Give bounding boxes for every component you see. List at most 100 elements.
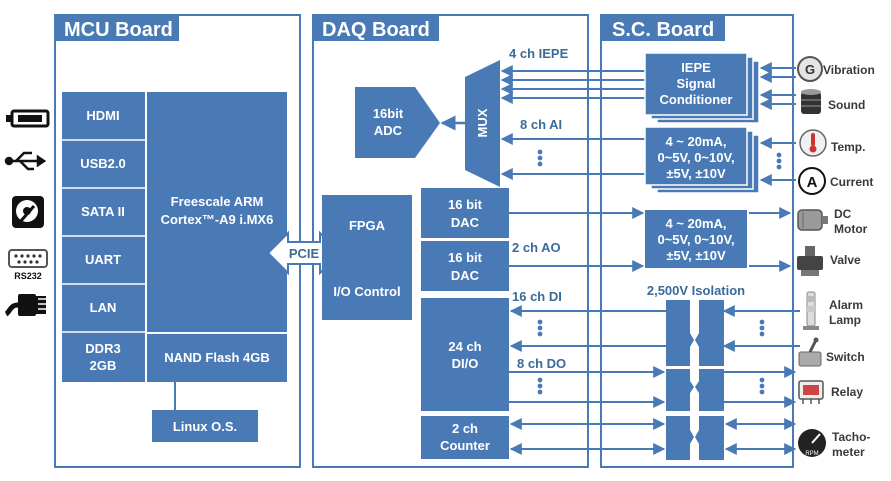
iepe-channel-label: 4 ch IEPE [509,46,569,61]
ai-cond-line1: 4 ~ 20mA, [665,134,726,149]
io-control-label: I/O Control [333,284,400,299]
ao-conditioner-block: 4 ~ 20mA, 0~5V, 0~10V, ±5V, ±10V [645,210,747,268]
adc-block: 16bit ADC [355,87,440,158]
usb-label: USB2.0 [80,156,126,171]
adc-label-line1: 16bit [373,106,404,121]
counter-signal-lines [509,418,797,455]
vibration-glyph: G [805,62,815,77]
valve-label: Valve [830,253,861,267]
mux-block: MUX [465,60,500,187]
lan-cable-icon [4,294,46,317]
current-label: Current [830,175,873,189]
sensor-ellipsis-dots [776,152,782,170]
ai-cond-line3: ±5V, ±10V [666,166,726,181]
do-signal-lines [509,366,797,408]
di-ellipsis-dots [537,319,765,337]
linux-os-block: Linux O.S. [152,382,258,442]
dac2-label-line1: 16 bit [448,250,483,265]
hdmi-label: HDMI [86,108,119,123]
ai-ellipsis-dots [537,149,543,167]
iepe-cond-line2: Signal [676,76,715,91]
fpga-label: FPGA [349,218,386,233]
di-signal-lines [509,305,800,352]
sound-sensor-icon [801,89,821,114]
vibration-sensor-icon: G [797,56,823,82]
alarm-lamp-icon [803,291,819,330]
serial-port-icon: RS232 [8,249,48,281]
cpu-block: Freescale ARM Cortex™-A9 i.MX6 [147,92,287,332]
dac2-label-line2: DAC [451,268,480,283]
tacho-label-line1: Tacho- [832,430,870,444]
ao-cond-line3: ±5V, ±10V [666,248,726,263]
alarm-label-line1: Alarm [829,298,863,312]
ai-signal-lines [500,133,645,180]
iepe-signal-lines [500,65,645,104]
ao-cond-line1: 4 ~ 20mA, [665,216,726,231]
mcu-board-title: MCU Board [64,19,173,41]
relay-label: Relay [831,385,863,399]
motor-label-line1: DC [834,207,852,221]
mcu-interface-column: HDMI USB2.0 SATA II UART LAN DDR3 2GB [62,92,145,382]
motor-label-line2: Motor [834,222,868,236]
counter-label-line2: Counter [440,438,490,453]
cpu-label-line2: Cortex™-A9 i.MX6 [161,212,274,227]
toggle-switch-icon [798,337,822,367]
iepe-conditioner-stack: IEPE Signal Conditioner [644,52,760,124]
hard-disk-icon [12,196,44,228]
tachometer-icon: RPM [798,429,826,457]
do-channel-label: 8 ch DO [517,356,566,371]
nand-block: NAND Flash 4GB [147,334,287,382]
dio-label-line1: 24 ch [448,339,481,354]
ai-conditioner-stack: 4 ~ 20mA, 0~5V, 0~10V, ±5V, ±10V [644,126,760,194]
ao-cond-line2: 0~5V, 0~10V, [657,232,734,247]
nand-label: NAND Flash 4GB [164,350,269,365]
cpu-label-line1: Freescale ARM [171,194,264,209]
alarm-label-line2: Lamp [829,313,861,327]
ao-channel-label: 2 ch AO [512,240,561,255]
isolation-label: 2,500V Isolation [647,283,745,298]
isolation-barriers [666,300,724,460]
dac1-label-line1: 16 bit [448,197,483,212]
ddr-label-line1: DDR3 [85,341,120,356]
ai-channel-label: 8 ch AI [520,117,562,132]
lan-label: LAN [90,300,117,315]
dio-label-line2: DI/O [452,356,479,371]
sata-label: SATA II [81,204,125,219]
mux-label: MUX [475,108,490,137]
dio-block: 24 ch DI/O [421,298,509,411]
counter-block: 2 ch Counter [421,416,509,459]
di-channel-label: 16 ch DI [512,289,562,304]
actuator-output-lines [749,207,792,272]
daq-board-title: DAQ Board [322,19,430,41]
thermometer-icon [799,129,827,157]
do-ellipsis-dots [537,377,765,395]
iepe-cond-line3: Conditioner [660,92,733,107]
rpm-glyph: RPM [805,451,818,457]
switch-label: Switch [826,350,865,364]
pcie-label: PCIE [289,246,320,261]
current-meter-icon: A [798,167,826,195]
iepe-cond-line1: IEPE [681,60,711,75]
sound-label: Sound [828,98,865,112]
dac1-label-line2: DAC [451,215,480,230]
temp-label: Temp. [831,140,865,154]
usb-icon [4,151,47,171]
adc-label-line2: ADC [374,123,403,138]
dc-motor-icon [797,209,828,231]
ddr-label-line2: 2GB [90,358,117,373]
relay-icon [798,380,824,404]
tacho-label-line2: meter [832,445,865,459]
hdmi-port-icon [6,109,50,128]
sc-board-title: S.C. Board [612,19,714,41]
fpga-block: FPGA I/O Control [322,195,412,320]
dac2-block: 16 bit DAC [421,241,509,291]
dac1-block: 16 bit DAC [421,188,509,238]
uart-label: UART [85,252,121,267]
vibration-label: Vibration [823,63,875,77]
current-glyph: A [807,174,818,191]
linux-os-label: Linux O.S. [173,419,237,434]
ao-signal-lines [509,207,645,272]
rs232-label: RS232 [14,271,42,281]
sensor-input-lines [759,62,796,186]
